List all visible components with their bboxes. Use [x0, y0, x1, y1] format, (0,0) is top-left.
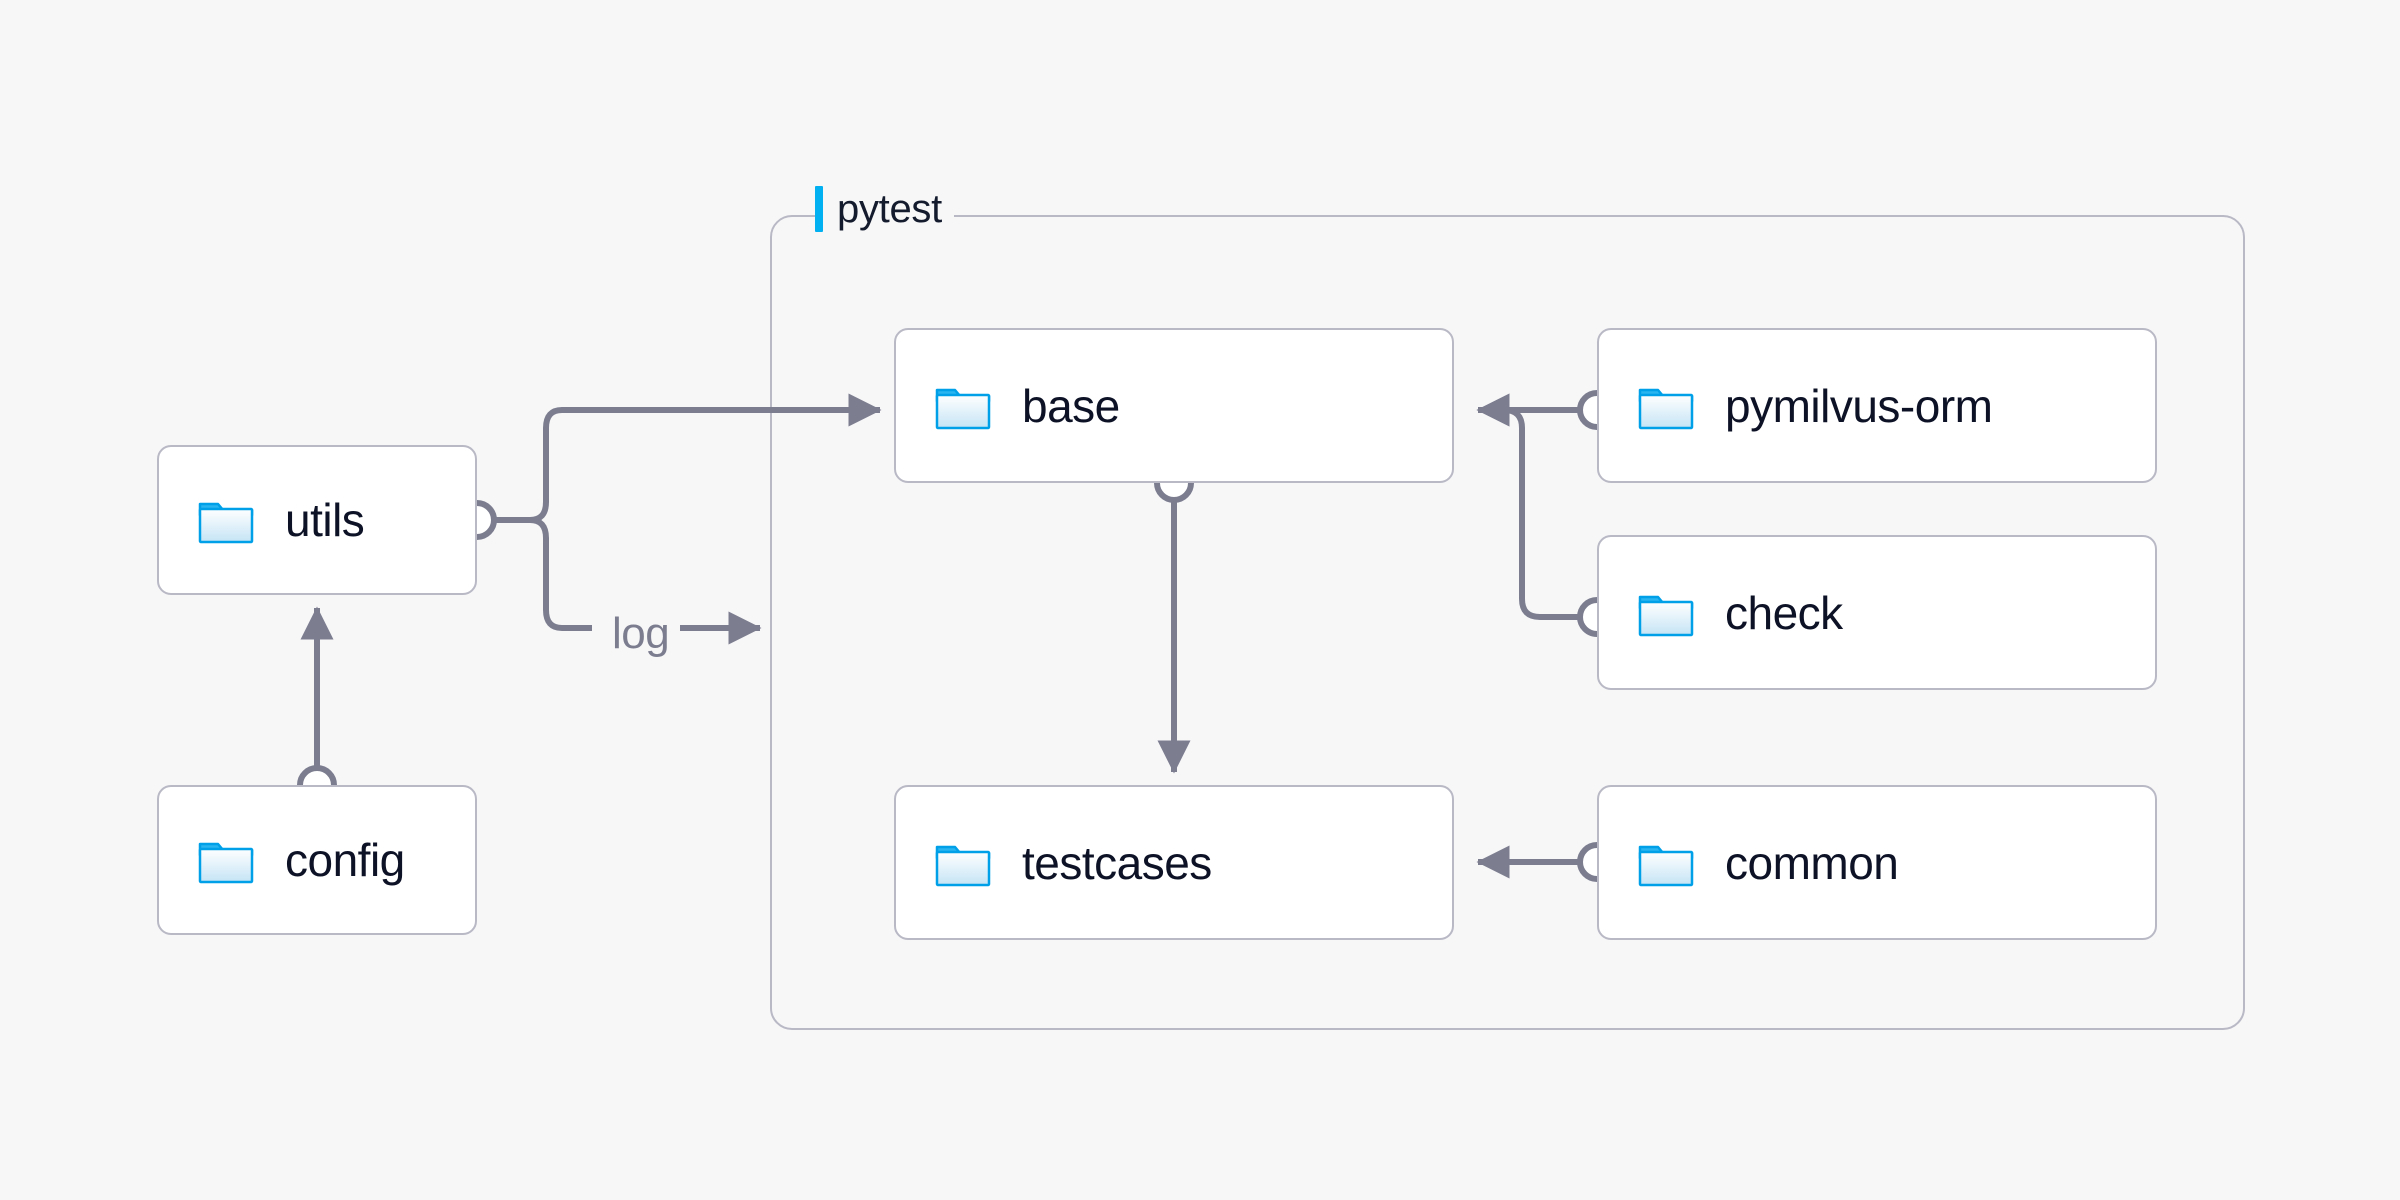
node-label: testcases [1022, 836, 1212, 889]
node-pymilvus-orm[interactable]: pymilvus-orm [1597, 328, 2157, 483]
folder-icon [198, 842, 254, 884]
node-label: utils [285, 494, 365, 546]
node-config[interactable]: config [157, 785, 477, 935]
node-check[interactable]: check [1597, 535, 2157, 690]
folder-icon [935, 388, 991, 429]
node-base[interactable]: base [894, 328, 1454, 483]
folder-icon [198, 502, 254, 544]
node-label: common [1725, 836, 1899, 889]
node-utils[interactable]: utils [157, 445, 477, 595]
group-container-pytest[interactable] [770, 215, 2245, 1030]
node-label: config [285, 834, 405, 886]
folder-icon [1638, 388, 1694, 429]
group-accent-bar [815, 186, 823, 232]
folder-icon [1638, 845, 1694, 886]
group-label-text: pytest [837, 187, 942, 231]
group-label-pytest: pytest [815, 182, 954, 236]
node-label: check [1725, 586, 1843, 639]
node-label: pymilvus-orm [1725, 379, 1993, 432]
node-common[interactable]: common [1597, 785, 2157, 940]
folder-icon [1638, 595, 1694, 636]
folder-icon [935, 845, 991, 886]
node-testcases[interactable]: testcases [894, 785, 1454, 940]
edge-label-log: log [604, 612, 678, 656]
node-label: base [1022, 379, 1120, 432]
edge-config-to-utils [297, 606, 337, 805]
